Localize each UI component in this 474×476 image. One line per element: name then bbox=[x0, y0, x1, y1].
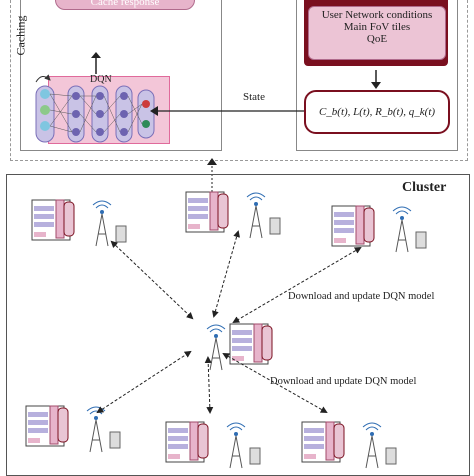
edge-node bbox=[31, 199, 127, 247]
device-icon bbox=[385, 447, 397, 465]
state-label: State bbox=[243, 91, 265, 103]
conditions-box: User Network conditions Main FoV tiles Q… bbox=[304, 0, 448, 66]
edge-node bbox=[185, 191, 281, 239]
dqn-label: DQN bbox=[90, 74, 112, 85]
dqn-block: DQN bbox=[28, 70, 170, 146]
top-section bbox=[10, 0, 468, 161]
server-rack-icon bbox=[185, 191, 229, 233]
download-label: Download and update DQN model bbox=[288, 291, 435, 302]
down-arrow bbox=[371, 70, 381, 89]
conditions-inner: User Network conditions Main FoV tiles Q… bbox=[308, 6, 446, 60]
up-arrow bbox=[91, 52, 101, 74]
condition-line: User Network conditions bbox=[321, 9, 433, 21]
antenna-tower-icon bbox=[362, 422, 382, 469]
cache-response-text: Cache response bbox=[90, 0, 160, 8]
antenna-tower-icon bbox=[246, 192, 266, 239]
state-formula: C_b(t), L(t), R_b(t), q_k(t) bbox=[318, 106, 436, 118]
download-label: Download and update DQN model bbox=[270, 376, 417, 387]
antenna-tower-icon bbox=[226, 422, 246, 469]
cluster-title: Cluster bbox=[402, 180, 447, 195]
edge-node bbox=[301, 421, 397, 469]
dqn-network-icon bbox=[35, 74, 155, 143]
server-rack-icon bbox=[331, 205, 375, 247]
server-rack-icon bbox=[25, 405, 69, 447]
state-formula-box: C_b(t), L(t), R_b(t), q_k(t) bbox=[304, 90, 450, 134]
device-icon bbox=[415, 231, 427, 249]
device-icon bbox=[109, 431, 121, 449]
edge-node bbox=[165, 421, 261, 469]
condition-line: Main FoV tiles bbox=[343, 21, 411, 33]
condition-line: QoE bbox=[366, 33, 388, 45]
dashed-connector bbox=[207, 158, 217, 196]
server-rack-icon bbox=[165, 421, 209, 463]
server-rack-icon bbox=[301, 421, 345, 463]
device-icon bbox=[269, 217, 281, 235]
device-icon bbox=[249, 447, 261, 465]
antenna-tower-icon bbox=[392, 206, 412, 253]
antenna-tower-icon bbox=[92, 200, 112, 247]
server-rack-icon bbox=[31, 199, 75, 241]
edge-node bbox=[25, 405, 121, 453]
state-arrow bbox=[150, 106, 304, 116]
edge-node bbox=[331, 205, 427, 253]
